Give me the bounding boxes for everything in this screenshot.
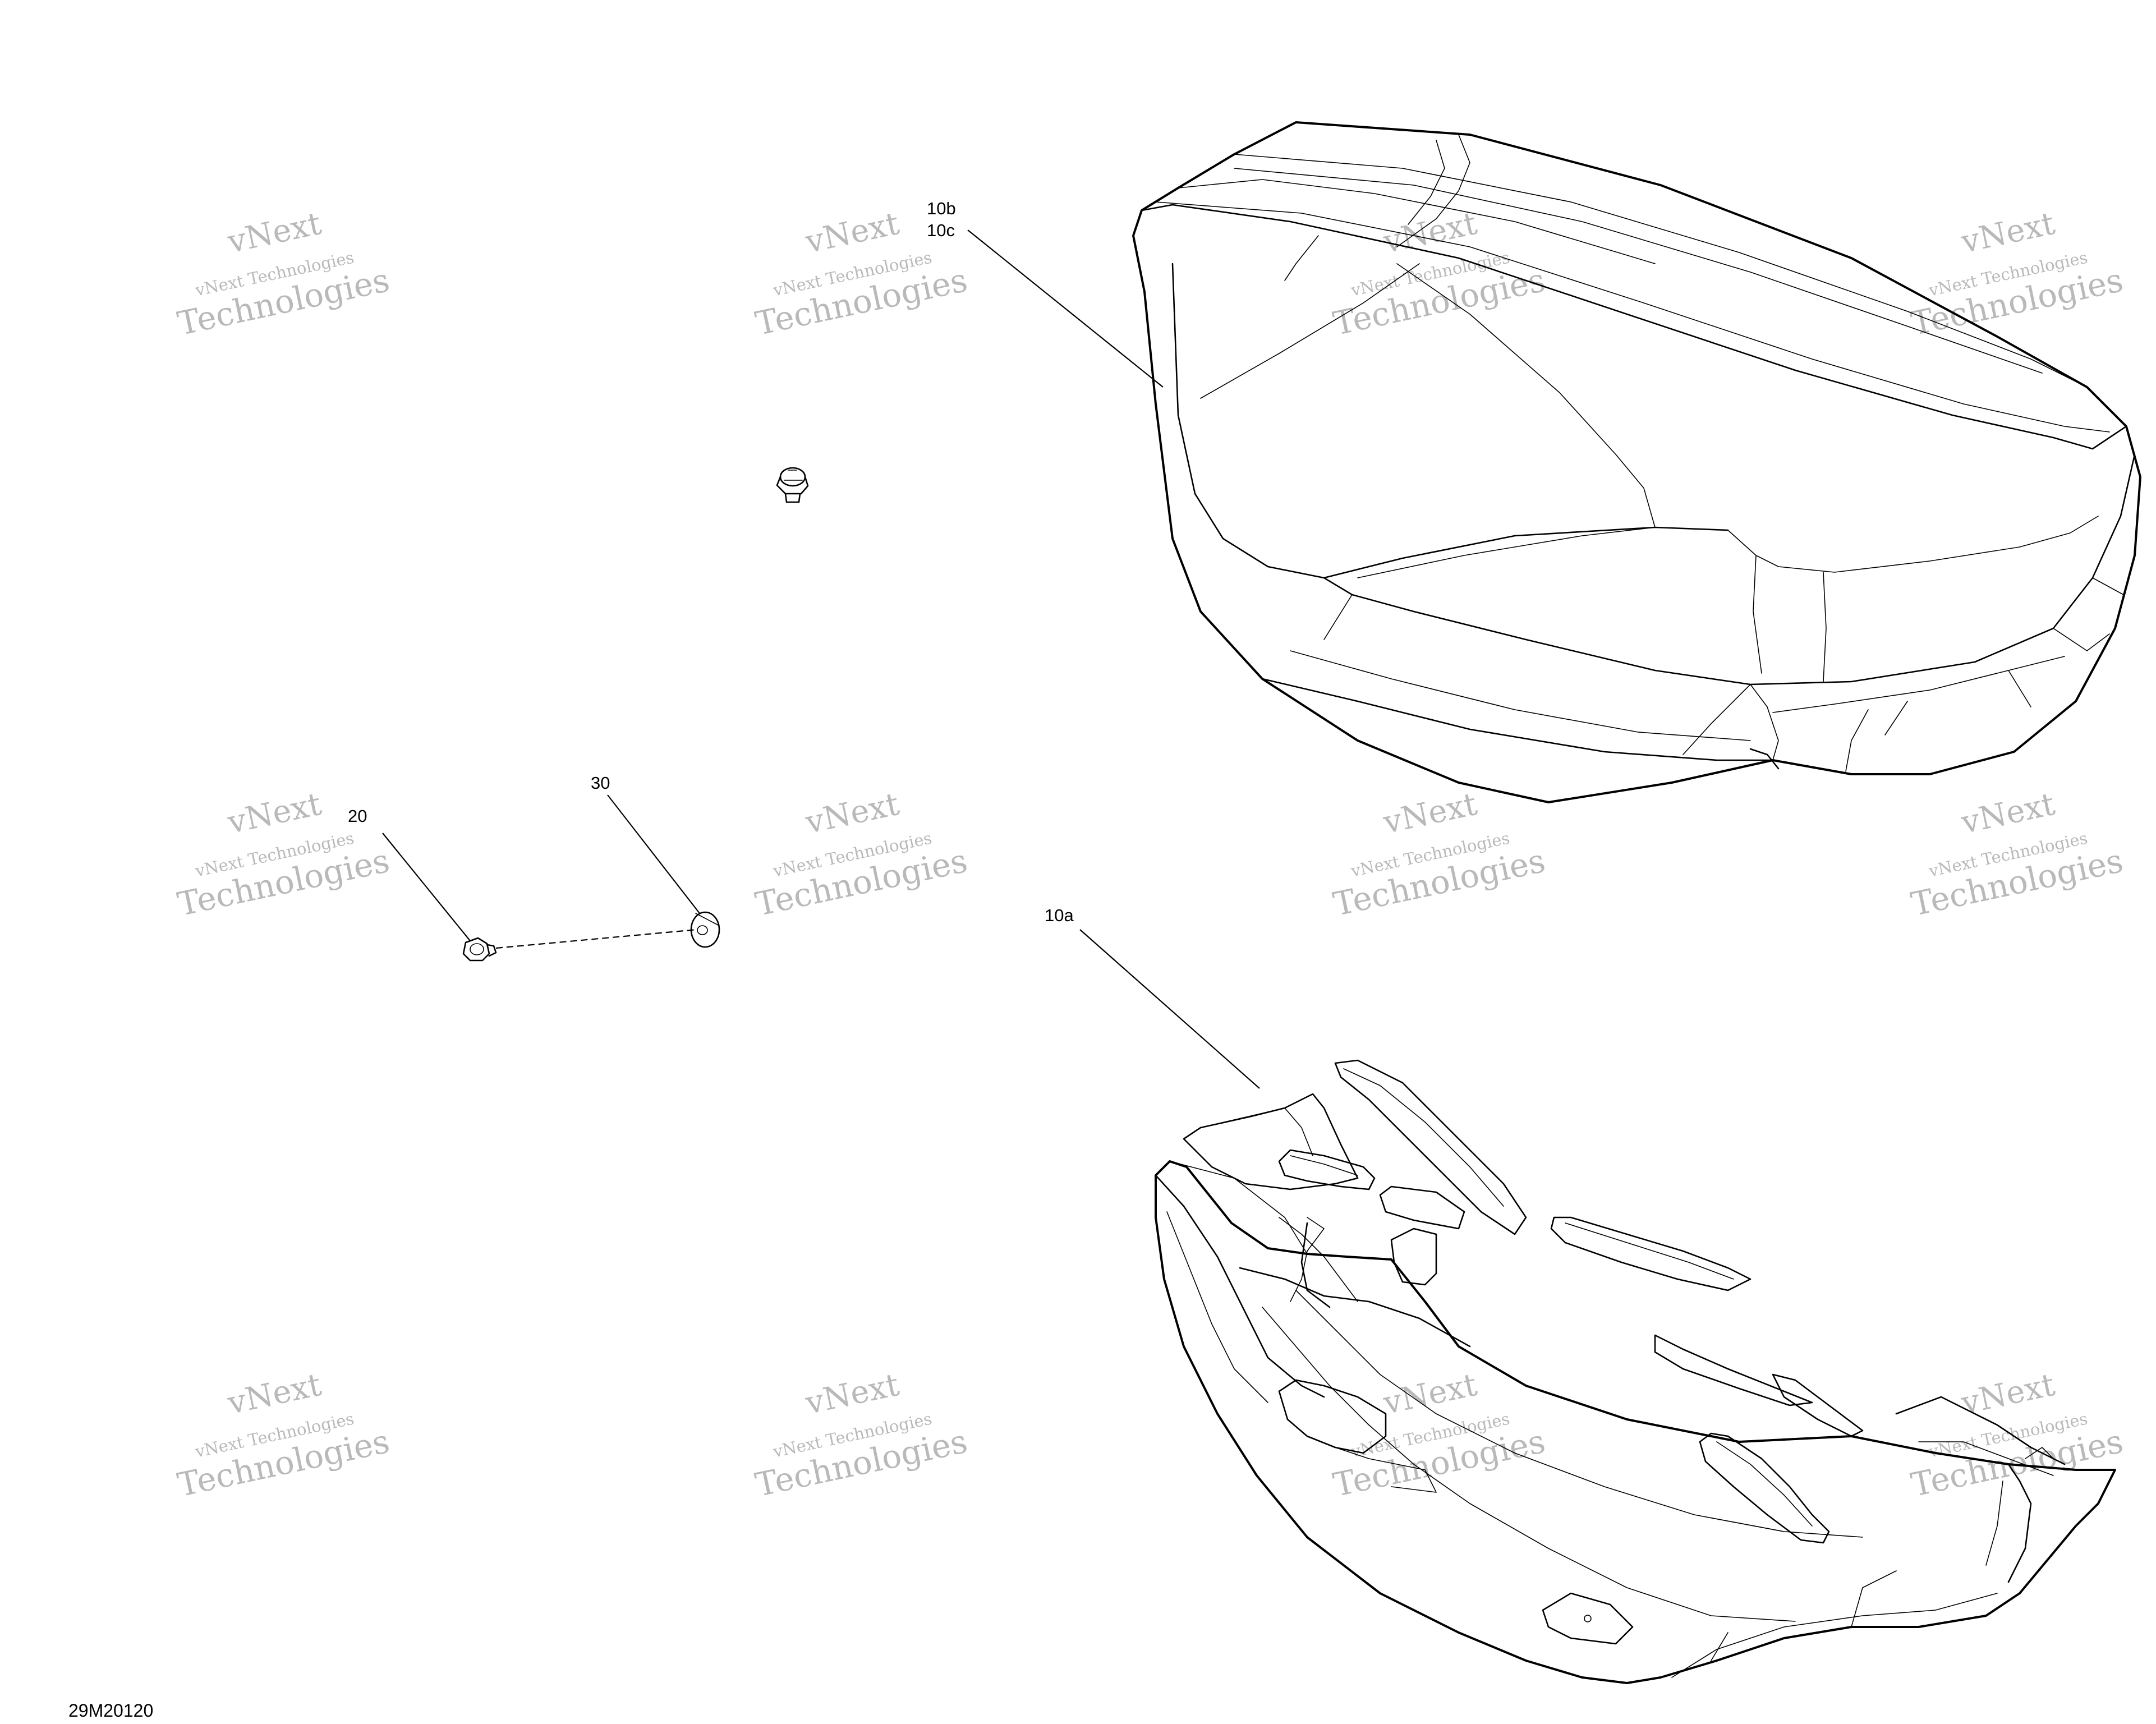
callout-10a: 10a — [1045, 905, 1074, 925]
watermark-text: vNext — [1380, 1367, 1481, 1422]
seat-cover-drawing — [1132, 121, 2141, 803]
callout-10c: 10c — [927, 220, 955, 240]
washer-drawing — [690, 911, 720, 948]
watermark-text: vNext — [1958, 205, 2058, 261]
callout-30: 30 — [591, 773, 610, 793]
callout-20: 20 — [348, 806, 367, 826]
watermark-text: vNext — [224, 1367, 325, 1422]
watermark-text: vNext — [802, 786, 903, 842]
watermark-text: vNext — [802, 1367, 903, 1422]
screw-drawing — [462, 937, 497, 962]
seat-base-drawing — [1155, 1059, 2116, 1684]
watermark-text: vNext — [802, 205, 903, 261]
watermark-text: vNext — [224, 786, 325, 842]
assembly-path-line — [495, 928, 697, 949]
push-clip-drawing — [776, 467, 809, 503]
figure-code: 29M20120 — [68, 1700, 153, 1721]
leader-line-10a — [1079, 929, 1260, 1089]
watermark-text: vNext — [224, 205, 325, 261]
leader-line-20 — [382, 833, 471, 941]
watermark-text: vNext — [1380, 786, 1481, 842]
leader-line-10b-10c — [967, 229, 1164, 388]
callout-10b: 10b — [927, 199, 956, 218]
leader-line-30 — [607, 794, 700, 914]
watermark-text: vNext — [1958, 786, 2058, 842]
